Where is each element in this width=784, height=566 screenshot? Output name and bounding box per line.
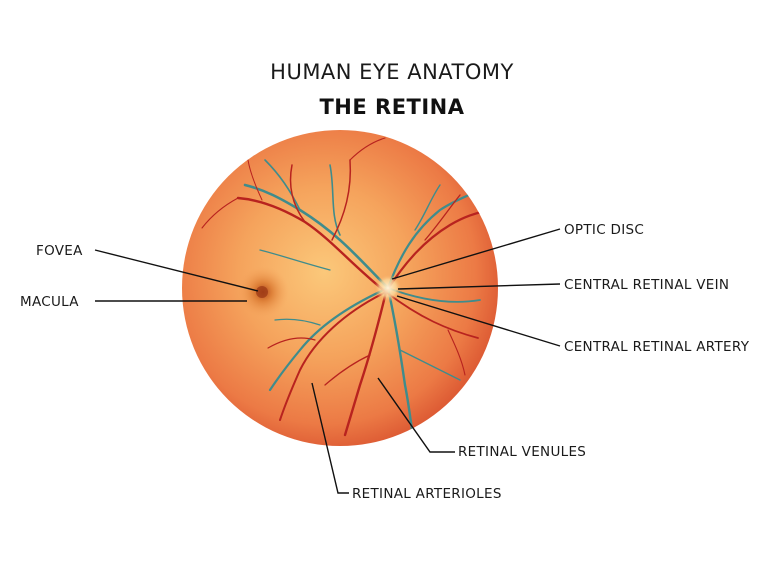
leader-optic-disc <box>391 228 561 280</box>
retina-globe <box>182 130 498 446</box>
diagram-subtitle: THE RETINA <box>319 95 465 119</box>
retinal-venules <box>243 159 482 432</box>
label-central-retinal-artery: CENTRAL RETINAL ARTERY <box>564 339 750 355</box>
label-retinal-venules: RETINAL VENULES <box>458 444 586 460</box>
fovea-spot <box>256 286 268 298</box>
label-fovea: FOVEA <box>36 243 83 259</box>
label-macula: MACULA <box>20 294 79 310</box>
diagram-title: HUMAN EYE ANATOMY <box>270 60 514 84</box>
leader-arterioles <box>311 382 349 494</box>
optic-disc <box>374 274 402 302</box>
leader-venules <box>377 377 455 453</box>
label-optic-disc: OPTIC DISC <box>564 222 644 238</box>
leader-central-vein <box>397 283 561 290</box>
label-central-retinal-vein: CENTRAL RETINAL VEIN <box>564 277 729 293</box>
leader-central-artery <box>396 295 561 347</box>
label-retinal-arterioles: RETINAL ARTERIOLES <box>352 486 502 502</box>
leader-fovea <box>94 249 259 292</box>
retinal-arterioles <box>201 137 494 437</box>
